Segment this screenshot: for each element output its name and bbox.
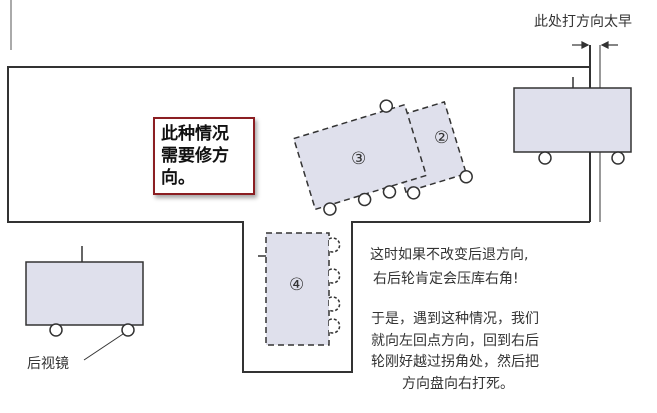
warning-box: 此种情况 需要修方 向。 <box>153 117 255 195</box>
car-label-3: ③ <box>351 149 366 169</box>
car-label-4: ④ <box>289 275 304 295</box>
wheel-icon <box>49 323 63 337</box>
car-position-3 <box>292 99 428 216</box>
note-warning-line1: 这时如果不改变后退方向, <box>370 246 528 263</box>
wheel-icon <box>538 151 552 165</box>
too-early-arrows <box>572 41 618 49</box>
mirror-pointer-line <box>83 333 124 361</box>
car-label-2: ② <box>434 128 449 148</box>
callout-too-early: 此处打方向太早 <box>534 13 632 30</box>
note-solution-line3: 轮刚好越过拐角处，然后把 <box>371 353 539 370</box>
car-position-4 <box>258 232 341 346</box>
road-outline <box>7 66 590 373</box>
wheel-icon <box>611 151 625 165</box>
note-solution-line2: 就向左回点方向，回到右后 <box>371 333 539 349</box>
note-warning-line2: 右后轮肯定会压库右角! <box>373 271 519 287</box>
mirror-label: 后视镜 <box>27 356 69 372</box>
right-parked-car <box>513 77 632 165</box>
wheel-icon <box>121 323 135 337</box>
note-solution-line1: 于是，遇到这种情况，我们 <box>371 310 539 327</box>
note-solution-line4: 方向盘向右打死。 <box>402 375 514 392</box>
warning-line-3: 向。 <box>161 168 195 188</box>
warning-line-1: 此种情况 <box>161 124 229 144</box>
warning-line-2: 需要修方 <box>161 146 229 166</box>
left-parked-car <box>25 246 144 337</box>
